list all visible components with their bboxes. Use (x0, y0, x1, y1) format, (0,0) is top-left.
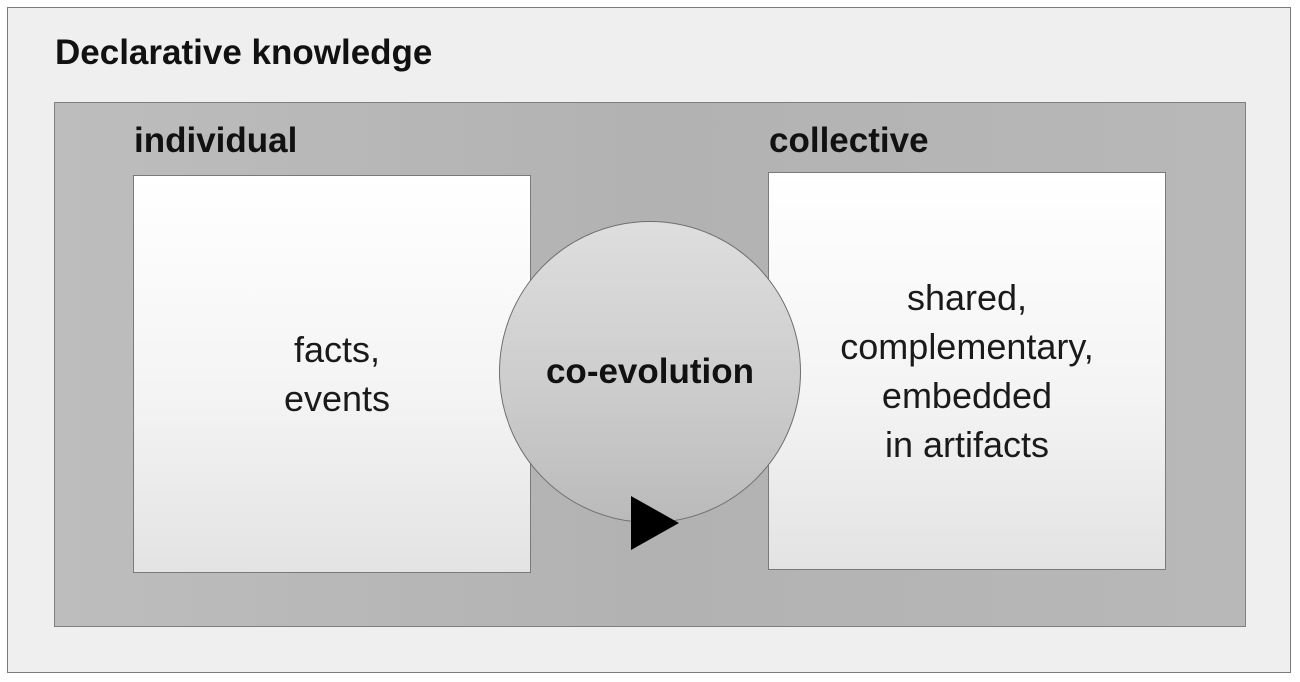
collective-line-3: embedded (881, 375, 1053, 416)
co-evolution-circle: co-evolution (499, 221, 801, 523)
collective-line-1: shared, (906, 277, 1028, 318)
collective-line-2: complementary, (840, 326, 1094, 367)
individual-line-2: events (283, 378, 391, 419)
individual-box-text: facts, events (284, 325, 390, 423)
individual-heading: individual (134, 121, 298, 160)
arrowhead-shape (631, 496, 679, 550)
co-evolution-label: co-evolution (545, 352, 755, 391)
play-triangle-icon (631, 496, 679, 550)
collective-box-text: shared, complementary, embedded in artif… (840, 273, 1093, 469)
collective-line-4: in artifacts (884, 424, 1050, 465)
individual-line-1: facts, (293, 329, 380, 370)
page-title: Declarative knowledge (55, 33, 433, 72)
individual-box: facts, events (133, 175, 531, 573)
collective-heading: collective (769, 121, 929, 160)
collective-box: shared, complementary, embedded in artif… (768, 172, 1166, 570)
